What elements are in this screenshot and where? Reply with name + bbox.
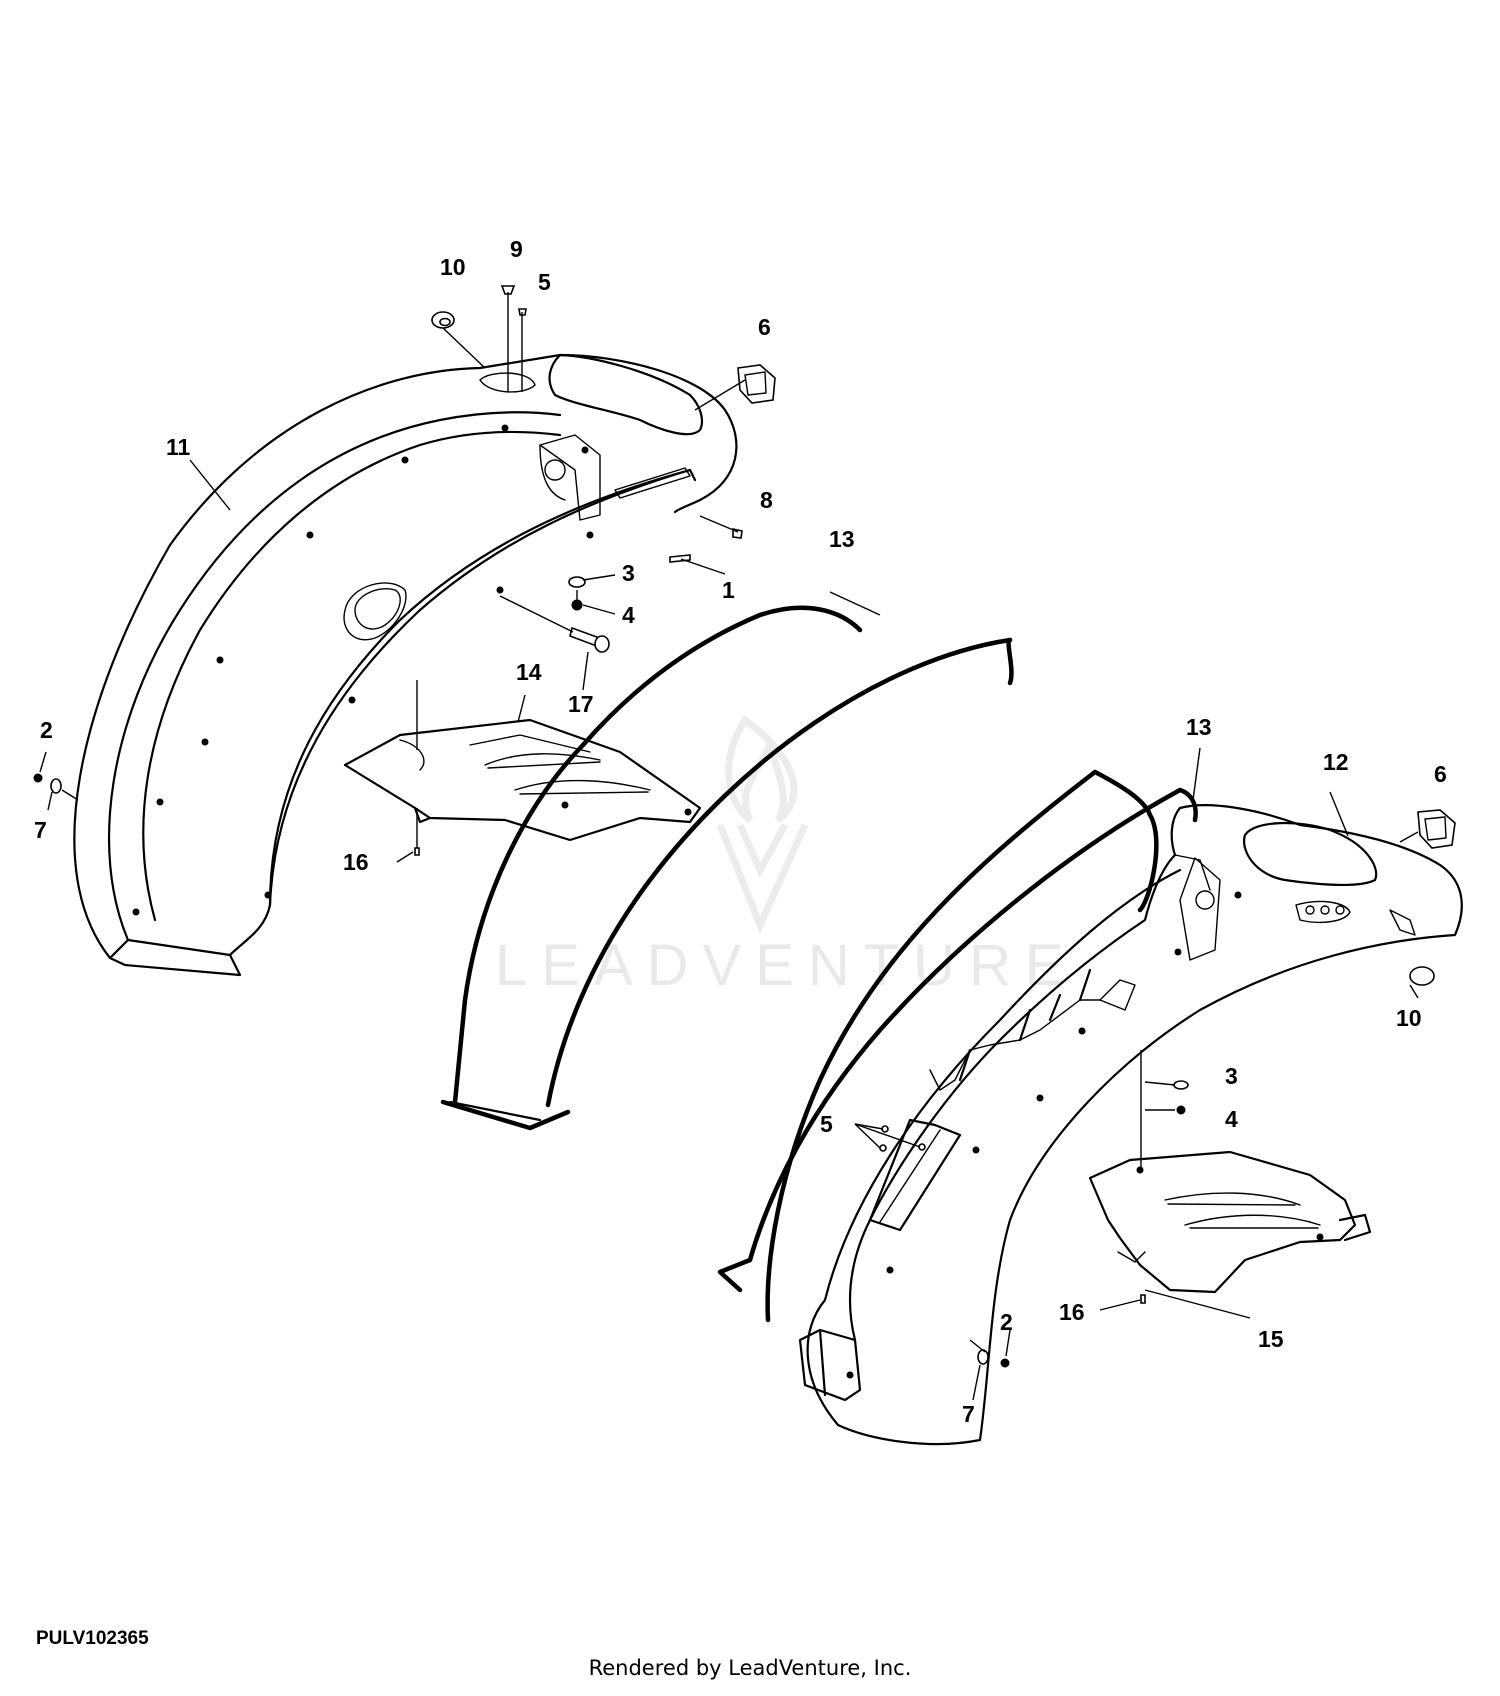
cover-6-right: [1417, 809, 1456, 849]
callout-14: 14: [516, 659, 542, 685]
callout-16-left: 16: [343, 849, 369, 875]
callout-13-center: 13: [829, 526, 855, 552]
bolt-16-left: [414, 847, 420, 856]
render-credit: Rendered by LeadVenture, Inc.: [588, 1656, 912, 1680]
left-fender-part-11: [73, 353, 738, 977]
right-seal-part-13: [717, 769, 1198, 1323]
callouts: 10 9 5 6 11 8 13 3 1 4 17 14 2 7 16 13 1…: [34, 236, 1447, 1427]
plug-10-left: [431, 311, 455, 329]
center-seal-part-13: [440, 605, 1014, 1131]
nut-4-left: [571, 599, 583, 611]
callout-7-left: 7: [34, 817, 47, 843]
right-fender-part-12: [798, 804, 1463, 1446]
watermark-text: LEADVENTURE: [495, 933, 1078, 998]
callout-13-right: 13: [1186, 714, 1212, 740]
callout-10-right: 10: [1396, 1005, 1422, 1031]
callout-12: 12: [1323, 749, 1349, 775]
nut-2-right: [1000, 1358, 1010, 1368]
callout-16-right: 16: [1059, 1299, 1085, 1325]
callout-6-left: 6: [758, 314, 771, 340]
washer-7-right: [977, 1349, 989, 1365]
nut-2-left: [33, 773, 43, 783]
plug-10-right: [1409, 966, 1435, 986]
hardware-items: [33, 285, 1456, 1368]
washer-3-left: [568, 576, 586, 588]
callout-15: 15: [1258, 1326, 1284, 1352]
right-splash-guard-part-15: [1088, 1150, 1372, 1294]
callout-6-right: 6: [1434, 761, 1447, 787]
callout-3-left: 3: [622, 560, 635, 586]
screw-17: [569, 626, 610, 653]
callout-1: 1: [722, 577, 735, 603]
callout-11: 11: [166, 434, 191, 460]
callout-7-right: 7: [962, 1401, 975, 1427]
callout-2-right: 2: [1000, 1309, 1013, 1335]
callout-2-left: 2: [40, 717, 53, 743]
rivet-9: [500, 285, 516, 295]
left-splash-guard-part-14: [343, 718, 702, 842]
cover-6-left: [737, 364, 776, 404]
washer-3-right: [1173, 1080, 1189, 1090]
callout-17: 17: [568, 691, 594, 717]
callout-3-right: 3: [1225, 1063, 1238, 1089]
callout-5-lower: 5: [820, 1111, 833, 1137]
callout-5-upper: 5: [538, 269, 551, 295]
callout-4-left: 4: [622, 602, 635, 628]
bolt-16-right: [1140, 1294, 1146, 1304]
nut-4-right: [1176, 1105, 1186, 1115]
callout-4-right: 4: [1225, 1106, 1238, 1132]
callout-9: 9: [510, 236, 523, 262]
leader-lines: [39, 292, 1419, 1401]
washer-7-left: [50, 778, 62, 794]
pins-5-lower: [879, 1125, 926, 1152]
callout-8: 8: [760, 487, 773, 513]
callout-10-left: 10: [440, 254, 466, 280]
figure-id: PULV102365: [36, 1628, 149, 1649]
